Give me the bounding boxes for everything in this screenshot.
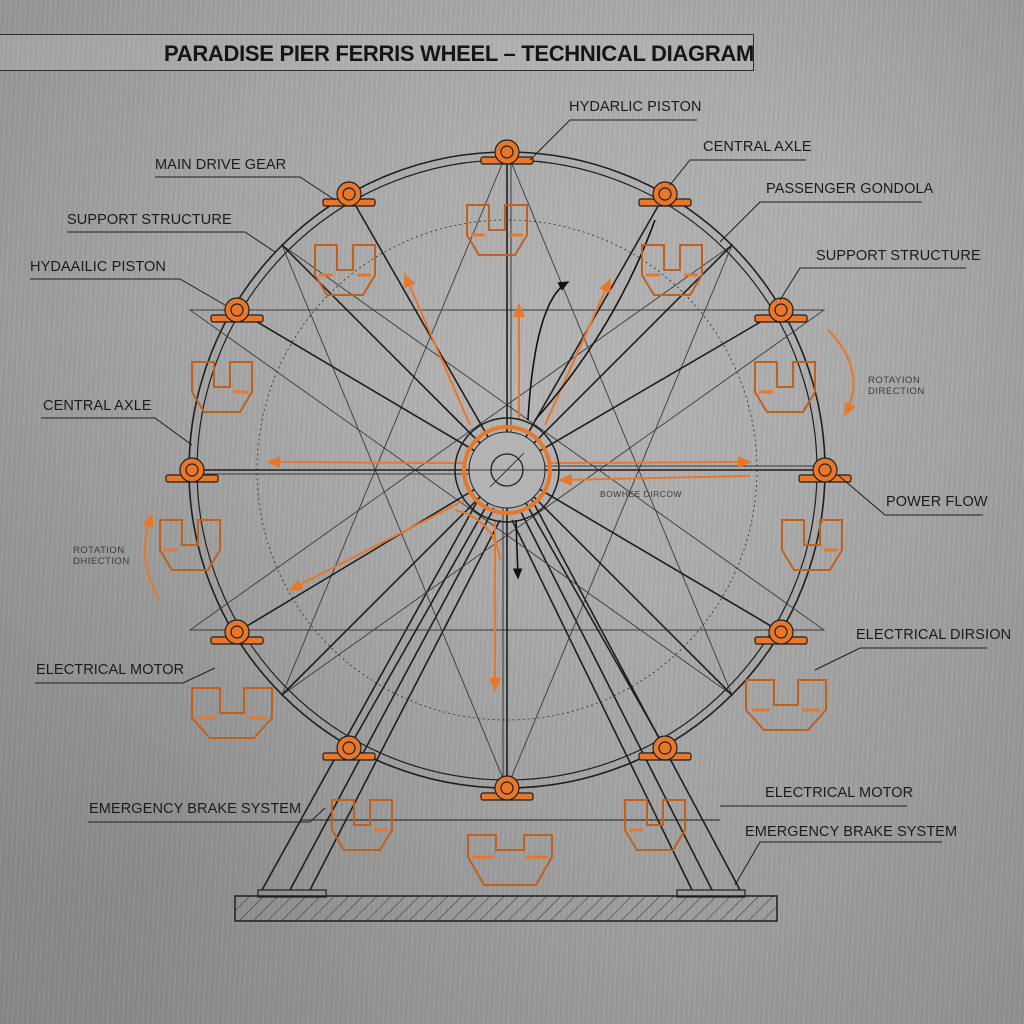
rotation-direction-note-left: ROTATION DHIECTION bbox=[73, 545, 130, 567]
label-electrical-dirsion: ELECTRICAL DIRSION bbox=[856, 627, 1012, 643]
label-power-flow: POWER FLOW bbox=[886, 494, 988, 510]
diagram-title: PARADISE PIER FERRIS WHEEL – TECHNICAL D… bbox=[164, 41, 755, 66]
wheel-structure bbox=[142, 139, 856, 886]
a-frame-supports bbox=[261, 499, 741, 891]
label-support-structure-right: SUPPORT STRUCTURE bbox=[816, 248, 981, 264]
label-main-drive-gear: MAIN DRIVE GEAR bbox=[155, 157, 287, 173]
label-passenger-gondola: PASSENGER GONDOLA bbox=[766, 181, 934, 197]
rotation-direction-note-right: ROTAYION DIRECTION bbox=[868, 375, 925, 397]
label-hydraulic-piston-top: HYDARLIC PISTON bbox=[569, 99, 702, 115]
label-emergency-brake-right: EMERGENCY BRAKE SYSTEM bbox=[745, 824, 958, 840]
label-emergency-brake-left: EMERGENCY BRAKE SYSTEM bbox=[89, 801, 302, 817]
base-foundation bbox=[234, 889, 778, 922]
label-central-axle-left: CENTRAL AXLE bbox=[43, 398, 152, 414]
rotation-arrow-left bbox=[142, 513, 161, 601]
callout-leader-lines bbox=[30, 119, 987, 886]
passenger-gondolas bbox=[159, 204, 843, 886]
title-frame bbox=[0, 34, 754, 71]
rotation-arrow-right bbox=[827, 329, 856, 417]
label-central-axle-right: CENTRAL AXLE bbox=[703, 139, 812, 155]
central-hub bbox=[454, 417, 560, 523]
label-hydraulic-piston-left: HYDAAILIC PISTON bbox=[30, 259, 166, 275]
label-electrical-motor-left: ELECTRICAL MOTOR bbox=[36, 662, 185, 678]
center-flow-note: BOWHEE DIRCOW bbox=[600, 489, 683, 499]
power-flow-arrows bbox=[142, 273, 856, 692]
rim-joints bbox=[165, 139, 852, 801]
label-support-structure-left: SUPPORT STRUCTURE bbox=[67, 212, 232, 228]
label-electrical-motor-right: ELECTRICAL MOTOR bbox=[765, 785, 914, 801]
